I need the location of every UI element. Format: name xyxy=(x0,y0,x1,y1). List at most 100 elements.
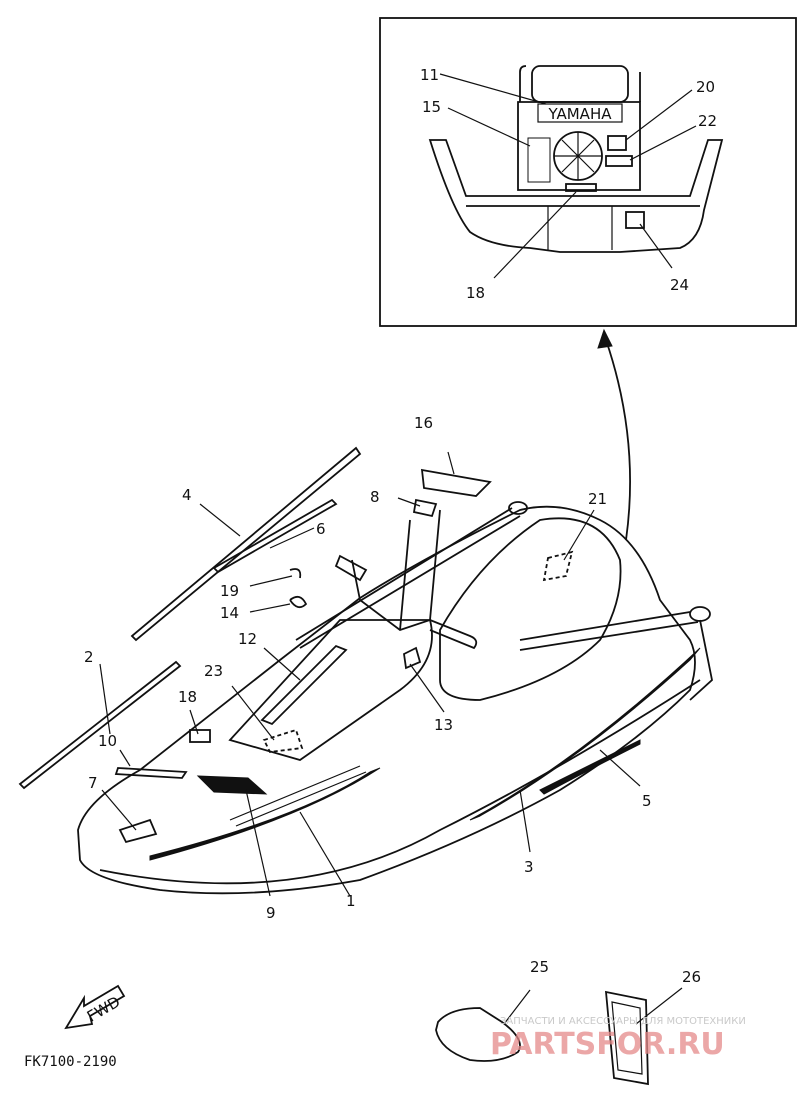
callout-6: 6 xyxy=(316,520,326,538)
leader-3 xyxy=(519,789,531,853)
inset-grille-bars xyxy=(554,132,602,180)
callout-2: 2 xyxy=(84,648,94,666)
inset-frame xyxy=(379,17,797,327)
watermark-tagline: ЗАПЧАСТИ И АКСЕССУАРЫ ДЛЯ МОТОТЕХНИКИ xyxy=(500,1016,746,1027)
leader-2 xyxy=(99,663,111,735)
leader-18 xyxy=(189,709,199,735)
stripe-1 xyxy=(149,767,381,861)
fwd-arrow: FWD xyxy=(64,984,126,1030)
leader-19 xyxy=(249,575,293,587)
callout-10: 10 xyxy=(98,732,117,750)
inset-decal-22 xyxy=(605,155,633,167)
leader-6 xyxy=(269,527,315,549)
part-26-shape xyxy=(604,990,649,1086)
decal-18 xyxy=(189,729,211,743)
inset-brand-plate xyxy=(537,103,623,123)
watermark: ЗАПЧАСТИ И АКСЕССУАРЫ ДЛЯ МОТОТЕХНИКИ PA… xyxy=(490,1016,746,1062)
callout-12: 12 xyxy=(238,630,257,648)
decal-7 xyxy=(118,818,158,844)
decal-8 xyxy=(412,498,438,518)
hood xyxy=(228,619,433,761)
callout-24: 24 xyxy=(670,276,689,294)
leader-5 xyxy=(599,749,641,787)
stripe-1-b xyxy=(229,765,367,827)
leader-20 xyxy=(625,89,693,141)
inset-tower xyxy=(517,101,641,191)
inset-decal-18 xyxy=(565,183,597,192)
part-25-shape xyxy=(435,1007,521,1062)
inset-transom xyxy=(547,206,613,250)
decal-9 xyxy=(196,775,268,795)
rail-right-cap xyxy=(689,606,711,622)
part-26-inner xyxy=(611,1001,643,1075)
leader-18-inset xyxy=(493,191,577,279)
decal-2 xyxy=(18,660,182,790)
callout-14: 14 xyxy=(220,604,239,622)
inset-seat xyxy=(531,65,629,103)
decal-23 xyxy=(262,728,304,753)
inset-decal-15 xyxy=(527,137,551,183)
part-26: 26 xyxy=(604,968,701,1086)
seat-area xyxy=(439,517,622,701)
view-arrow-line xyxy=(605,339,631,541)
leader-11 xyxy=(439,73,547,105)
hull-outline xyxy=(77,505,696,895)
inset-body-upper xyxy=(519,65,641,102)
rear-view-inset: YAMAHA 11 15 20 22 18 24 xyxy=(379,17,797,327)
part-25: 25 xyxy=(435,958,549,1062)
decal-13 xyxy=(403,646,422,670)
callout-15: 15 xyxy=(422,98,441,116)
callout-3: 3 xyxy=(524,858,534,876)
decal-12 xyxy=(260,644,348,726)
leader-26 xyxy=(635,987,683,1025)
view-arrow xyxy=(597,328,631,541)
callout-8: 8 xyxy=(370,488,380,506)
leader-23 xyxy=(231,685,275,741)
callout-18: 18 xyxy=(178,688,197,706)
callout-23: 23 xyxy=(204,662,223,680)
decal-21 xyxy=(542,550,574,582)
handlebar-grip xyxy=(429,619,478,650)
jetski-hull: 4 6 8 16 21 19 14 12 23 18 13 2 10 7 9 1… xyxy=(18,414,713,922)
inset-decal-24 xyxy=(625,211,645,229)
leader-12 xyxy=(263,647,301,681)
stripe-5 xyxy=(539,739,641,795)
inset-hull xyxy=(428,139,724,253)
callout-16: 16 xyxy=(414,414,433,432)
leader-21 xyxy=(563,509,595,561)
decal-16 xyxy=(420,468,492,497)
callout-5: 5 xyxy=(642,792,652,810)
rail-left-cap xyxy=(508,501,528,515)
rail-left xyxy=(295,507,521,649)
callout-22: 22 xyxy=(698,112,717,130)
fwd-arrow-shape xyxy=(64,984,126,1030)
decal-19 xyxy=(289,568,302,579)
leader-15 xyxy=(447,107,531,147)
hull-stern xyxy=(689,619,713,701)
leader-13 xyxy=(409,663,445,713)
handle-pole-inner xyxy=(399,519,411,631)
inset-brand-text: YAMAHA xyxy=(547,105,612,123)
callout-1: 1 xyxy=(346,892,356,910)
decal-14 xyxy=(289,595,308,609)
leader-14 xyxy=(249,603,291,613)
decal-4 xyxy=(130,446,362,642)
callout-26: 26 xyxy=(682,968,701,986)
callout-11: 11 xyxy=(420,66,439,84)
callout-21: 21 xyxy=(588,490,607,508)
leader-22 xyxy=(629,125,697,161)
leader-24 xyxy=(639,223,673,269)
leader-8 xyxy=(397,497,421,507)
decal-6 xyxy=(212,498,338,574)
callout-18-inset: 18 xyxy=(466,284,485,302)
callout-19: 19 xyxy=(220,582,239,600)
stripe-3 xyxy=(469,647,701,821)
figure-code: FK7100-2190 xyxy=(24,1054,117,1070)
callout-20: 20 xyxy=(696,78,715,96)
decal-10 xyxy=(114,767,188,779)
watermark-logo: PARTSFOR.RU xyxy=(490,1027,725,1062)
callout-7: 7 xyxy=(88,774,98,792)
inset-decal-20 xyxy=(607,135,627,151)
leader-16 xyxy=(447,451,455,475)
rail-right xyxy=(519,611,699,651)
